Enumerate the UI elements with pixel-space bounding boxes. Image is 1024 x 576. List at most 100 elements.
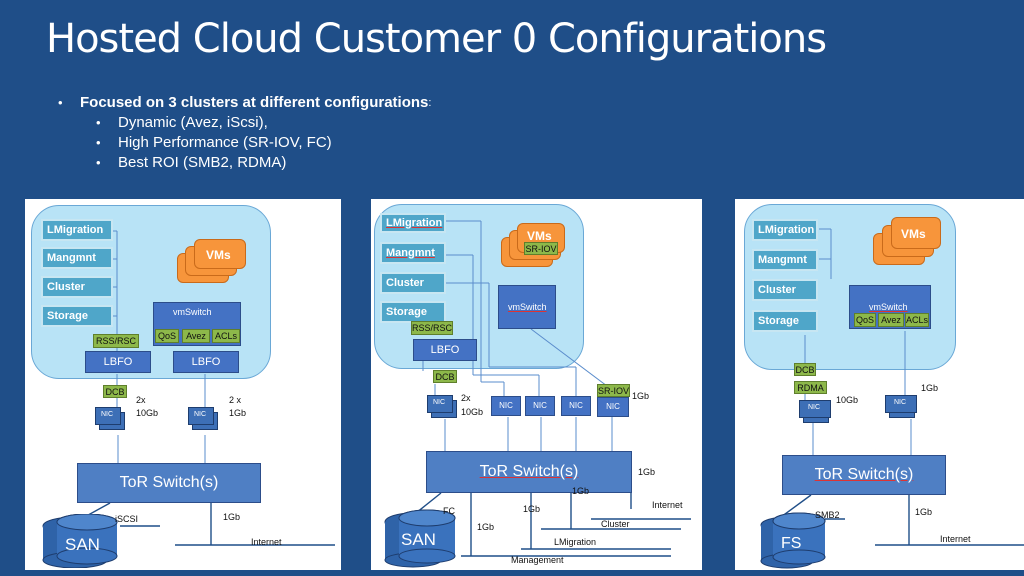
vmswitch-label: vmSwitch xyxy=(173,307,212,317)
bullet-main-text: Focused on 3 clusters at different confi… xyxy=(80,94,429,111)
san-storage-icon xyxy=(42,514,118,568)
tag-sriov: SR-IOV xyxy=(597,384,630,397)
speed-1gb: 1Gb xyxy=(223,512,241,522)
vms-label: VMs xyxy=(206,248,231,262)
management-label: Management xyxy=(511,555,564,565)
tor-switch: ToR Switch(s) xyxy=(426,451,632,493)
nic-2: NIC xyxy=(525,396,555,416)
nic-right-speed: 1Gb xyxy=(229,408,247,418)
bullet-sub-item: •Dynamic (Avez, iScsi), xyxy=(96,113,431,133)
bullet-sub-text: Best ROI (SMB2, RDMA) xyxy=(118,154,287,171)
internet-label: Internet xyxy=(251,537,282,547)
tag-avez: Avez xyxy=(878,313,904,327)
tag-qos: QoS xyxy=(155,329,179,343)
tor-speed: 1Gb xyxy=(638,467,656,477)
vmswitch-label: vmSwitch xyxy=(869,302,908,312)
fc-label: FC xyxy=(443,506,455,516)
bullet-sub-item: • Best ROI (SMB2, RDMA) xyxy=(96,153,431,173)
san-storage-icon xyxy=(384,509,456,568)
internet-label: Internet xyxy=(652,500,683,510)
bullet-main: • Focused on 3 clusters at different con… xyxy=(58,93,431,113)
nic-body xyxy=(427,395,453,413)
role-lmigration: LMigration xyxy=(752,219,818,241)
tor-switch: ToR Switch(s) xyxy=(782,455,946,495)
sriov-speed: 1Gb xyxy=(632,391,650,401)
tag-vm-sriov: SR-IOV xyxy=(524,242,558,255)
fs-storage-icon xyxy=(760,512,826,569)
nic-label: NIC xyxy=(893,399,907,406)
tor-speed-below: 1Gb xyxy=(572,486,590,496)
nic-label: NIC xyxy=(432,399,446,406)
bullet-list: • Focused on 3 clusters at different con… xyxy=(58,93,431,173)
cluster-label: Cluster xyxy=(601,519,630,529)
role-cluster: Cluster xyxy=(380,272,446,294)
nic-body xyxy=(188,407,214,425)
speed-mid: 1Gb xyxy=(523,504,541,514)
nic-3: NIC xyxy=(561,396,591,416)
diagram-best-roi-cluster: LMigration Mangmnt Cluster Storage VMs v… xyxy=(735,199,1024,570)
san-label: SAN xyxy=(401,530,436,549)
diagram-dynamic-cluster: LMigration Mangmnt Cluster Storage VMs v… xyxy=(25,199,341,570)
nic-body xyxy=(799,400,831,418)
role-storage: Storage xyxy=(752,310,818,332)
bullet-sub-text: Dynamic (Avez, iScsi), xyxy=(118,114,268,131)
nic-left-count: 2x xyxy=(136,395,146,405)
speed-1gb: 1Gb xyxy=(915,507,933,517)
role-storage: Storage xyxy=(380,301,446,323)
tag-dcb: DCB xyxy=(103,385,127,398)
bullet-sub-text: High Performance (SR-IOV, FC) xyxy=(118,134,332,151)
san-label: SAN xyxy=(65,535,100,554)
slide-title: Hosted Cloud Customer 0 Configurations xyxy=(46,16,827,62)
role-management: Mangmnt xyxy=(380,242,446,264)
nic-label: NIC xyxy=(807,404,821,411)
role-management: Mangmnt xyxy=(41,247,113,269)
nic-count: 2x xyxy=(461,393,471,403)
lbfo-right: LBFO xyxy=(173,351,239,373)
nic-1: NIC xyxy=(491,396,521,416)
vms-label: VMs xyxy=(901,227,926,241)
nic-right: NIC xyxy=(188,407,218,430)
tag-rdma: RDMA xyxy=(794,381,827,394)
nic-body xyxy=(95,407,121,425)
bullet-sub-item: • High Performance (SR-IOV, FC) xyxy=(96,133,431,153)
role-cluster: Cluster xyxy=(41,276,113,298)
vmswitch-label: vmSwitch xyxy=(508,302,547,312)
tag-rss-rsc: RSS/RSC xyxy=(93,334,139,348)
role-management: Mangmnt xyxy=(752,249,818,271)
tor-switch-label: ToR Switch(s) xyxy=(479,463,579,480)
bullet-dot: • xyxy=(96,135,101,150)
role-cluster: Cluster xyxy=(752,279,818,301)
nic-label: NIC xyxy=(193,411,207,418)
nic-label: NIC xyxy=(100,411,114,418)
lbfo-left: LBFO xyxy=(85,351,151,373)
tag-acls: ACLs xyxy=(212,329,240,343)
role-lmigration: LMigration xyxy=(41,219,113,241)
nic-left-speed: 10Gb xyxy=(836,395,859,405)
internet-label: Internet xyxy=(940,534,971,544)
lbfo: LBFO xyxy=(413,339,477,361)
nic-left-speed: 10Gb xyxy=(136,408,159,418)
connection-lines xyxy=(780,228,1024,546)
role-storage: Storage xyxy=(41,305,113,327)
tag-acls: ACLs xyxy=(905,313,929,327)
vm-stack-front xyxy=(194,239,246,269)
tag-rss-rsc: RSS/RSC xyxy=(411,321,453,335)
bullet-main-colon: : xyxy=(428,97,432,109)
nic-right: NIC xyxy=(885,395,917,418)
vmswitch xyxy=(498,285,556,329)
smb2-label: SMB2 xyxy=(815,510,840,520)
diagram-high-performance-cluster: LMigration Mangmnt Cluster Storage VMs S… xyxy=(371,199,702,570)
nic-left: NIC xyxy=(799,400,831,423)
fs-label: FS xyxy=(781,535,802,552)
tor-switch-label: ToR Switch(s) xyxy=(814,466,914,483)
bullet-dot: • xyxy=(96,155,101,170)
tag-avez: Avez xyxy=(182,329,210,343)
tag-dcb: DCB xyxy=(433,370,457,383)
nic-sriov: NIC xyxy=(597,397,629,417)
tor-switch: ToR Switch(s) xyxy=(77,463,261,503)
nic-right-count: 2 x xyxy=(229,395,242,405)
nic-body xyxy=(885,395,917,413)
bullet-dot: • xyxy=(58,95,63,110)
vms-label: VMs xyxy=(527,229,552,243)
connection-lines xyxy=(410,220,691,557)
